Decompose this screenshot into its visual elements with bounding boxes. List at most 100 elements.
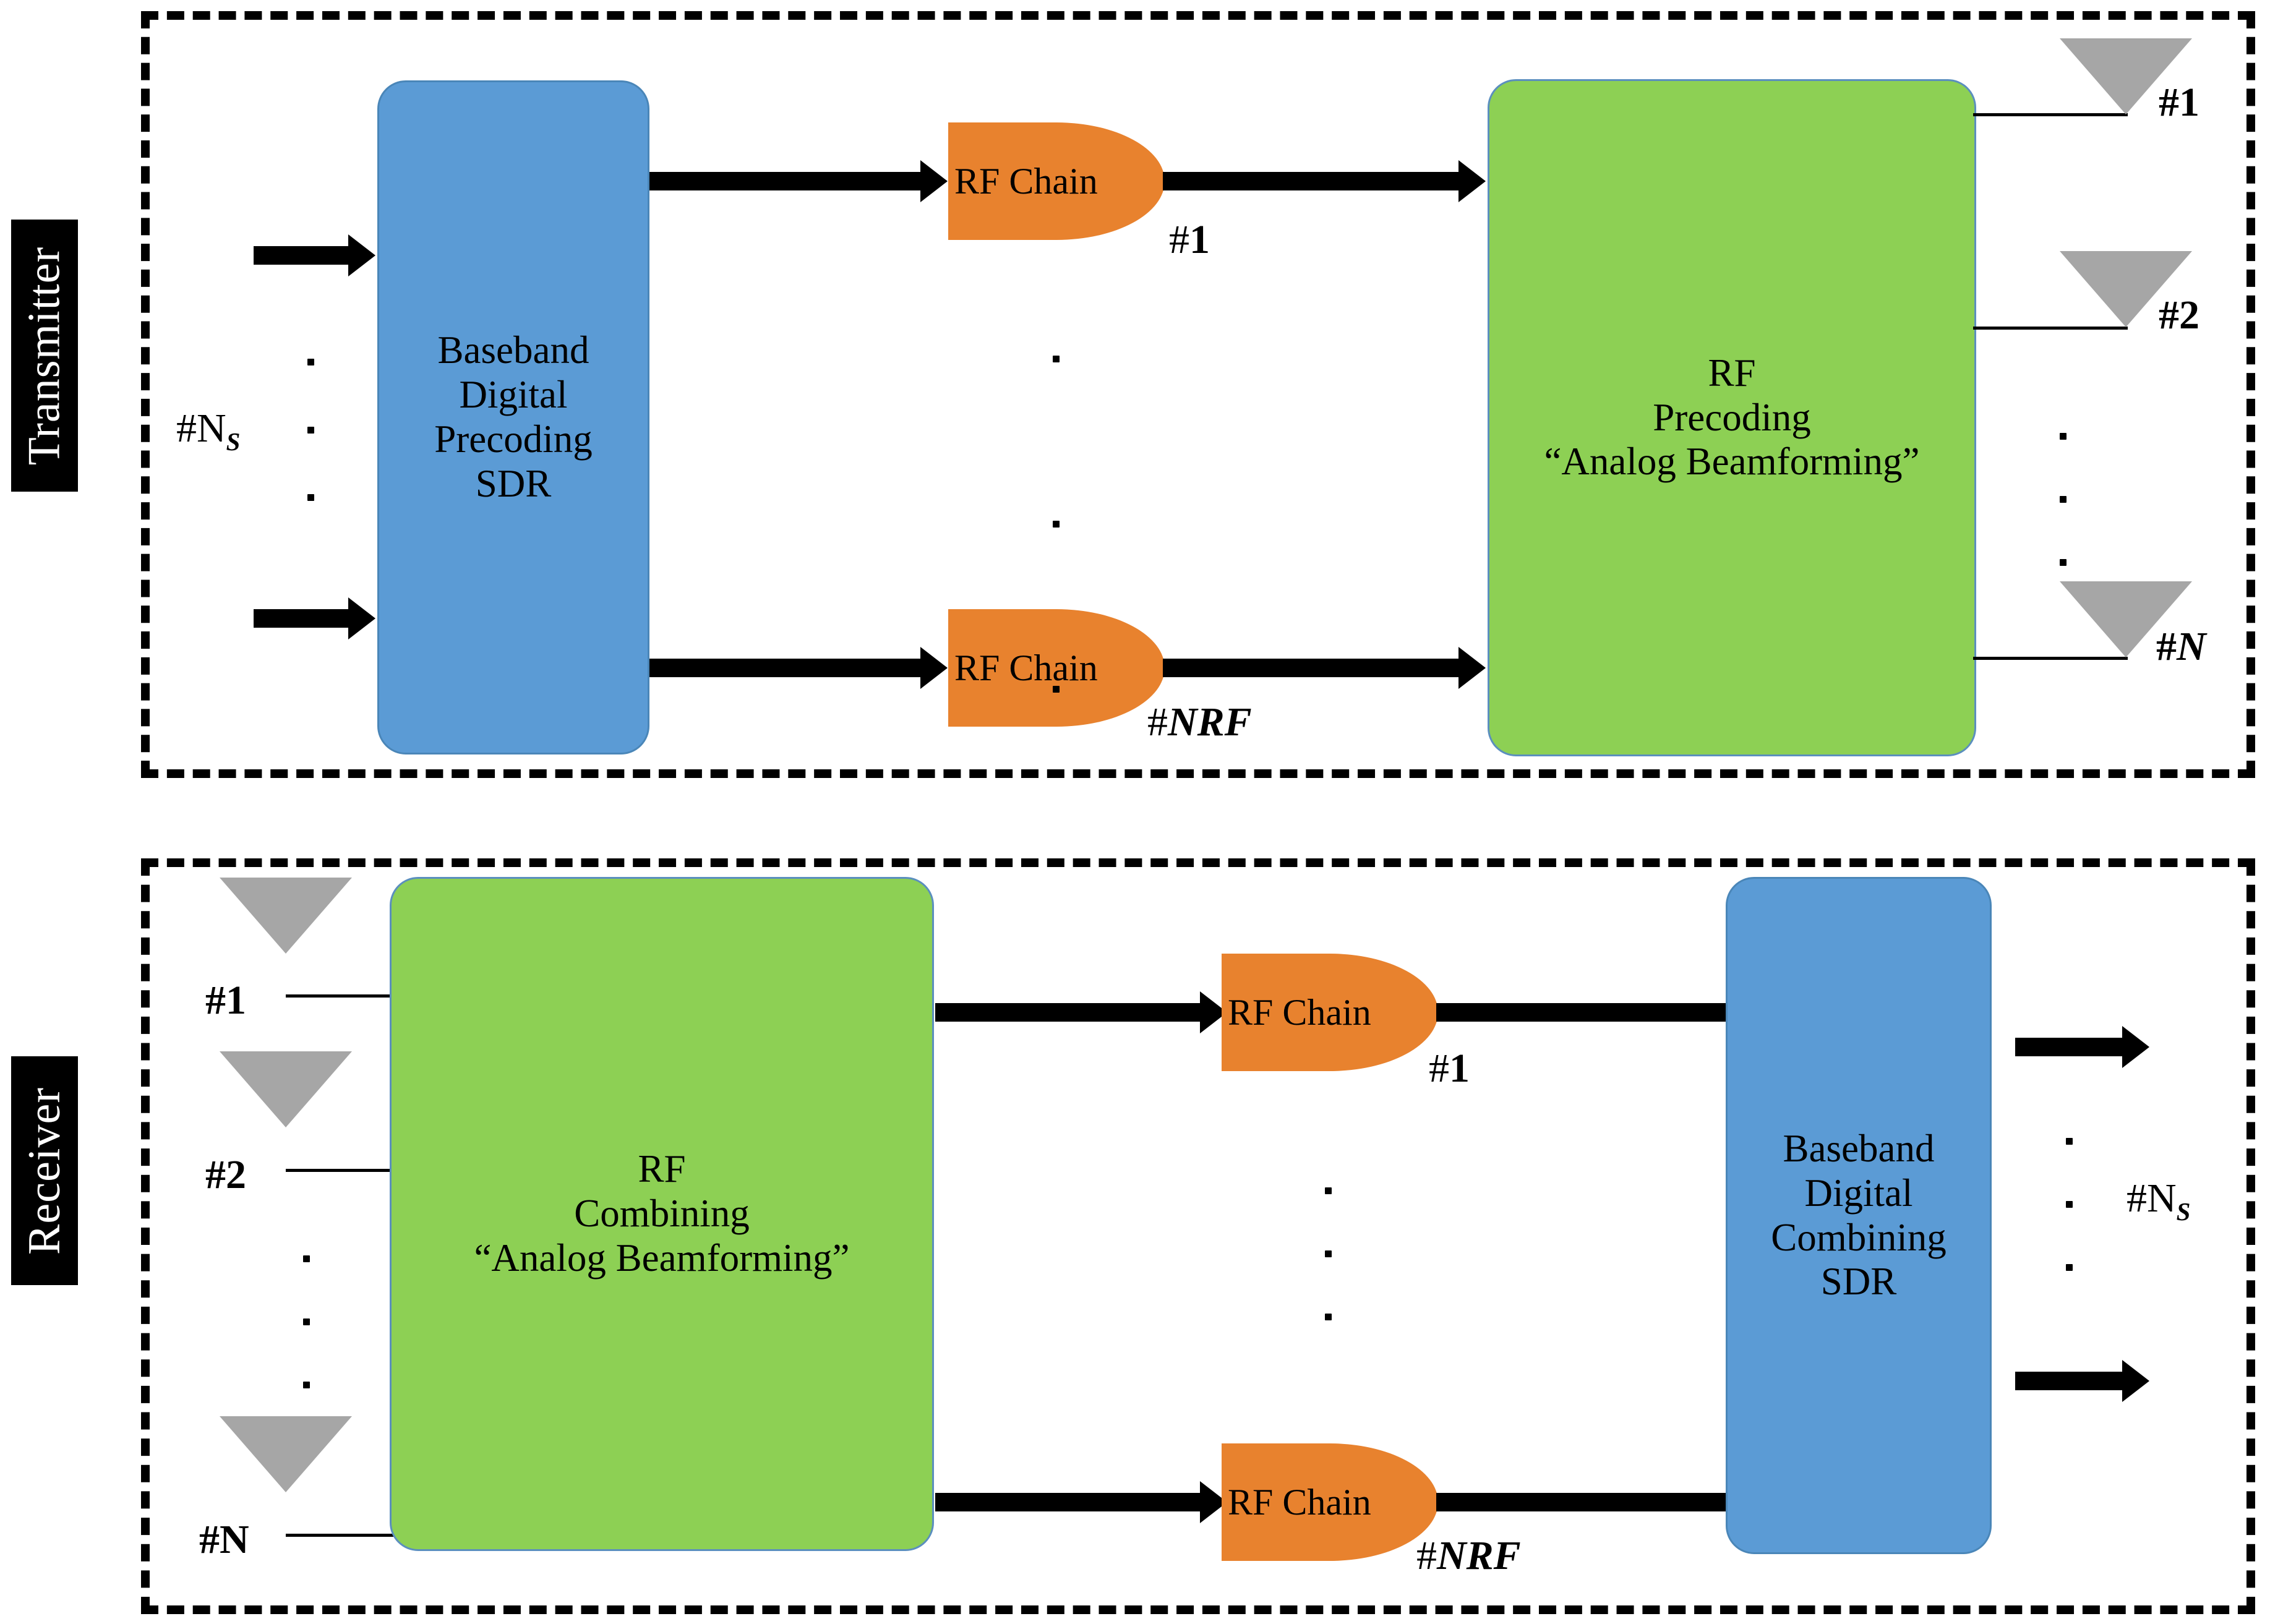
rx-antenna-wire-n <box>286 1534 397 1537</box>
rx-rf-to-rfchain1-arrow <box>935 1003 1201 1022</box>
tx-input-arrow-top <box>254 246 349 265</box>
tx-antenna-n-label: #N <box>2156 623 2206 670</box>
tx-rf-chain-n-index: #NRF <box>1147 699 1252 746</box>
dot <box>1324 1314 1332 1320</box>
dot <box>302 1255 310 1262</box>
dot <box>2065 1138 2073 1145</box>
rx-output-ellipsis <box>2065 1138 2073 1271</box>
tx-rf-precoding-line2: Precoding <box>1653 395 1811 439</box>
tx-rf-chain-n-index-hash: # <box>1147 699 1168 745</box>
tx-bb-to-rfchainN-arrow <box>649 659 922 677</box>
tx-input-arrow-bottom <box>254 609 349 628</box>
rx-rf-chain-n-index-hash: # <box>1416 1533 1437 1578</box>
rx-rf-combining-text: RF Combining “Analog Beamforming” <box>466 1147 857 1280</box>
tx-rf-chain-1-label: RF Chain <box>954 160 1098 202</box>
tx-rf-chain-1-index: #1 <box>1169 216 1210 263</box>
rx-baseband-text: Baseband Digital Combining SDR <box>1763 1127 1954 1304</box>
rx-baseband-line4: SDR <box>1820 1260 1897 1304</box>
rx-antenna-2-hash: # <box>205 1152 226 1197</box>
tx-rfchain1-to-rf-arrow <box>1163 172 1460 190</box>
tx-antenna-2-num: 2 <box>2179 293 2199 338</box>
tx-input-stream-sub: S <box>226 428 241 456</box>
rx-rf-combining-block: RF Combining “Analog Beamforming” <box>390 877 934 1551</box>
rx-rf-chain-n-label: RF Chain <box>1228 1481 1371 1523</box>
rx-baseband-line3: Combining <box>1771 1215 1947 1259</box>
tx-antenna-ellipsis <box>2058 433 2067 566</box>
dot <box>1324 1250 1332 1257</box>
tx-baseband-text: Baseband Digital Precoding SDR <box>427 328 599 506</box>
rx-output-stream-sub: S <box>2176 1198 2191 1226</box>
rx-baseband-line2: Digital <box>1804 1171 1913 1215</box>
rx-rf-combining-line2: Combining <box>574 1192 750 1236</box>
rx-rf-chain-n-index-num: NRF <box>1437 1533 1521 1578</box>
tx-antenna-1-num: 1 <box>2179 80 2199 125</box>
rx-rfchain1-to-bb-arrow <box>1436 1003 1733 1022</box>
tx-rfchainN-to-rf-arrow <box>1163 659 1460 677</box>
rx-rf-combining-line3: “Analog Beamforming” <box>474 1236 850 1280</box>
tx-rf-chain-1-index-hash: # <box>1169 217 1189 262</box>
tx-rf-precoding-text: RF Precoding “Analog Beamforming” <box>1536 351 1927 484</box>
rx-rfchainN-to-bb-arrow <box>1436 1493 1733 1511</box>
rx-antenna-n-label: #N <box>199 1516 249 1563</box>
rx-antenna-2-label: #2 <box>205 1152 246 1199</box>
rx-output-stream-hash: #N <box>2127 1176 2177 1221</box>
tx-antenna-2-hash: # <box>2159 293 2179 338</box>
dot <box>2065 1264 2073 1271</box>
transmitter-side-label-text: Transmitter <box>19 246 70 465</box>
rx-antenna-n-num: N <box>220 1517 249 1562</box>
tx-antenna-n-hash: # <box>2156 624 2177 669</box>
tx-baseband-line4: SDR <box>475 461 552 505</box>
rx-antenna-n-hash: # <box>199 1517 220 1562</box>
tx-rf-chain-n-label: RF Chain <box>954 647 1098 688</box>
rx-antenna-ellipsis <box>302 1255 311 1388</box>
tx-rf-precoding-line1: RF <box>1708 351 1756 395</box>
tx-antenna-n-icon <box>2060 581 2192 657</box>
rx-rf-chain-n: RF Chain <box>1222 1443 1438 1561</box>
tx-rf-chain-1-index-num: 1 <box>1189 217 1210 262</box>
rx-rfchain-ellipsis <box>1324 1187 1332 1320</box>
tx-baseband-line2: Digital <box>459 373 568 417</box>
transmitter-section-frame <box>141 11 2255 778</box>
tx-antenna-wire-2 <box>1973 327 2128 330</box>
tx-rf-precoding-block: RF Precoding “Analog Beamforming” <box>1488 79 1976 756</box>
rx-baseband-block: Baseband Digital Combining SDR <box>1726 877 1992 1554</box>
rx-antenna-2-num: 2 <box>226 1152 246 1197</box>
rx-rf-chain-1-index-num: 1 <box>1449 1046 1470 1091</box>
dot <box>2059 559 2067 566</box>
tx-bb-to-rfchain1-arrow <box>649 172 922 190</box>
dot <box>2065 1201 2073 1208</box>
rx-antenna-1-icon <box>220 878 352 954</box>
tx-antenna-1-hash: # <box>2159 80 2179 125</box>
rx-rf-chain-1-index-hash: # <box>1429 1046 1449 1091</box>
rx-rf-chain-n-index: #NRF <box>1416 1532 1521 1579</box>
receiver-section-frame <box>141 858 2255 1614</box>
tx-antenna-wire-n <box>1973 657 2128 660</box>
rx-output-arrow-top <box>2015 1038 2123 1056</box>
tx-baseband-block: Baseband Digital Precoding SDR <box>377 80 649 754</box>
dot <box>302 1318 310 1325</box>
tx-rf-chain-n-index-num: NRF <box>1168 699 1252 745</box>
dot <box>2059 433 2067 440</box>
rx-antenna-1-label: #1 <box>205 977 246 1024</box>
rx-antenna-1-num: 1 <box>226 978 246 1023</box>
tx-antenna-2-label: #2 <box>2159 292 2199 339</box>
dot <box>307 426 314 434</box>
tx-rf-precoding-line3: “Analog Beamforming” <box>1544 440 1920 484</box>
rx-antenna-2-icon <box>220 1051 352 1127</box>
rx-rf-combining-line1: RF <box>638 1147 686 1191</box>
tx-rf-chain-1: RF Chain <box>948 122 1165 240</box>
tx-antenna-2-icon <box>2060 251 2192 327</box>
dot <box>1052 686 1060 693</box>
tx-antenna-1-label: #1 <box>2159 79 2199 126</box>
rx-output-stream-label: #NS <box>2127 1175 2190 1226</box>
rx-output-arrow-bottom <box>2015 1372 2123 1390</box>
dot <box>1052 521 1060 528</box>
dot <box>1324 1187 1332 1194</box>
tx-antenna-1-icon <box>2060 38 2192 114</box>
rx-rf-chain-1: RF Chain <box>1222 954 1438 1071</box>
rx-rf-to-rfchainN-arrow <box>935 1493 1201 1511</box>
tx-input-ellipsis <box>306 359 315 501</box>
dot <box>1052 356 1060 362</box>
tx-baseband-line3: Precoding <box>434 417 593 461</box>
